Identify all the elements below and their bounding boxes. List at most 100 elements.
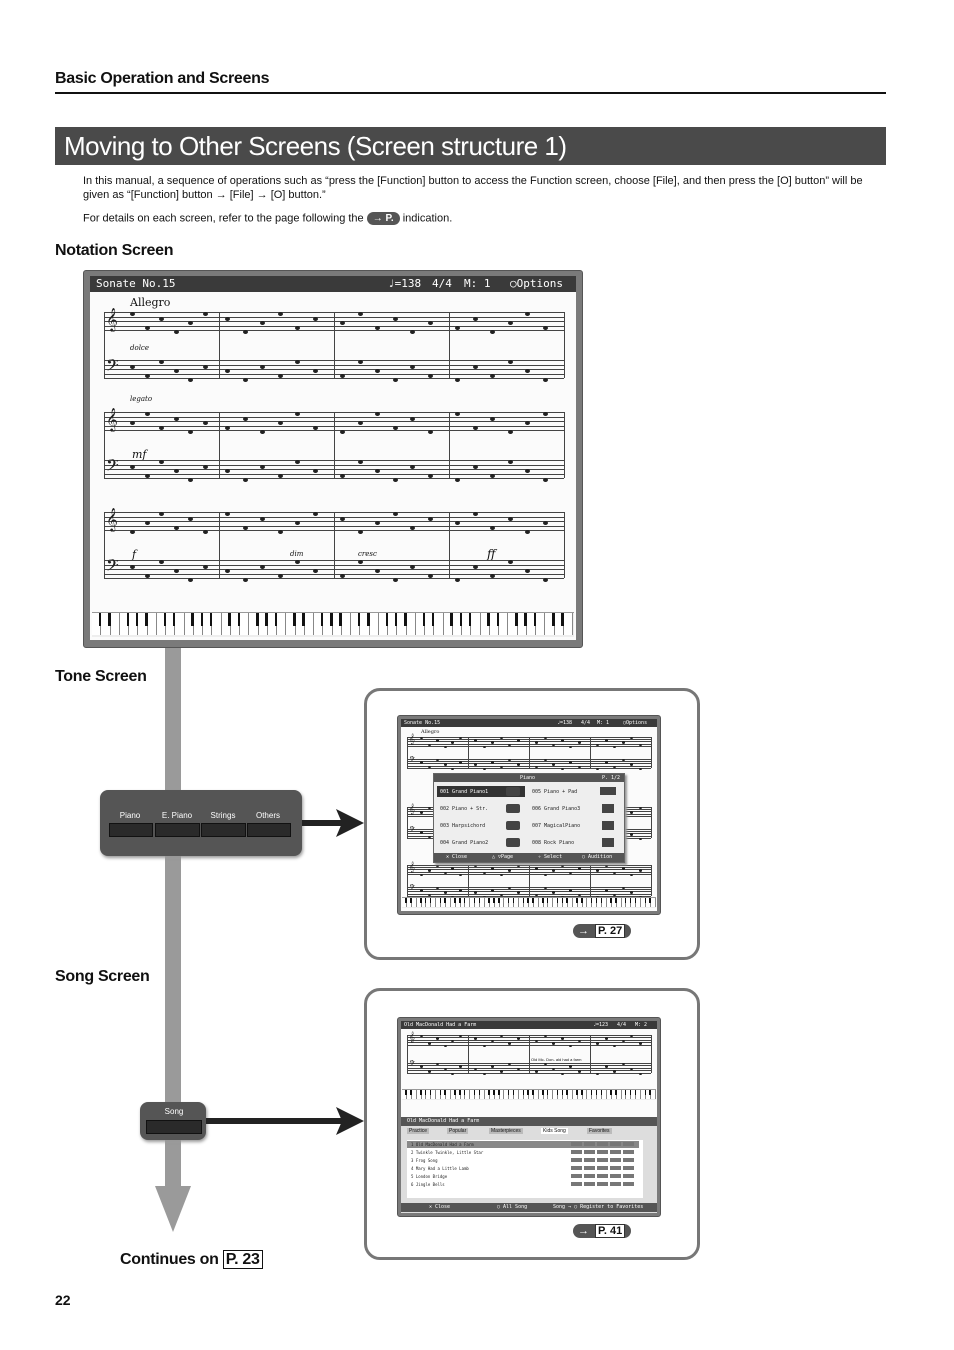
others-button[interactable] (247, 823, 291, 837)
note (443, 763, 447, 766)
close-action[interactable]: ✕ Close (446, 854, 468, 860)
tone-item-1[interactable]: 001 Grand Piano1 (440, 789, 489, 795)
tone-item-6[interactable]: 006 Grand Piano3 (532, 806, 581, 812)
note (638, 807, 642, 810)
note (499, 737, 503, 740)
page-title: Moving to Other Screens (Screen structur… (64, 131, 567, 161)
note (277, 530, 283, 534)
note (543, 1035, 547, 1038)
tone-item-4[interactable]: 004 Grand Piano2 (440, 840, 489, 846)
note (490, 473, 495, 478)
note (459, 873, 463, 877)
continues-text: Continues on (120, 1251, 219, 1268)
note (543, 873, 547, 877)
note (552, 869, 555, 872)
tone-piano-label: Piano (119, 811, 141, 820)
white-key (636, 898, 642, 907)
note (621, 867, 625, 870)
song-row-6[interactable]: 6 Jingle Bells (411, 1182, 445, 1187)
note (455, 521, 460, 525)
tone-item-selected-highlight (437, 786, 525, 797)
song-row-3[interactable]: 3 Frog Song (411, 1158, 438, 1163)
white-key (431, 1090, 437, 1099)
note (427, 765, 431, 768)
note (277, 473, 283, 478)
staff-line (407, 1072, 651, 1074)
white-key (582, 898, 588, 907)
upright-piano-image-icon (602, 804, 614, 813)
note (188, 516, 193, 521)
barline (407, 807, 408, 838)
song-row-2[interactable]: 2 Twinkle Twinkle, Little Star (411, 1150, 484, 1155)
note (472, 512, 478, 516)
song-list-title: Old MacDonald Had a Farm (407, 1118, 480, 1124)
bass-clef-icon: 𝄢 (106, 554, 119, 579)
white-key (434, 613, 444, 635)
tone-item-7[interactable]: 007 MagicalPiano (532, 823, 581, 829)
tone-item-3[interactable]: 003 Harpsichord (440, 823, 486, 829)
note (420, 873, 423, 877)
tab-practice[interactable]: Practice (407, 1128, 430, 1134)
song-part-indicator (597, 1142, 608, 1146)
note (560, 739, 564, 742)
note (277, 373, 283, 378)
piano-button[interactable] (109, 823, 153, 837)
note (638, 1042, 642, 1045)
note (613, 1070, 616, 1073)
note (357, 560, 363, 564)
tone-item-5[interactable]: 005 Piano + Pad (532, 789, 578, 795)
note (577, 867, 581, 870)
note (630, 1067, 633, 1071)
close-action[interactable]: ✕ Close (429, 1204, 451, 1210)
note (560, 1037, 564, 1040)
continues-page-ref[interactable]: P. 23 (222, 1250, 263, 1269)
tab-masterpieces[interactable]: Masterpieces (489, 1128, 523, 1134)
note (435, 1063, 439, 1066)
song-part-indicator (584, 1158, 595, 1162)
note (427, 516, 433, 521)
note (443, 871, 447, 874)
page-action[interactable]: △ ▽Page (492, 854, 514, 860)
note (552, 763, 555, 766)
audition-action[interactable]: ○ Audition (582, 854, 613, 860)
bass-clef-icon: 𝄢 (409, 1060, 416, 1072)
e-piano-button[interactable] (155, 823, 200, 837)
note (188, 478, 193, 482)
dynamic-cresc: cresc (358, 550, 377, 558)
strings-button[interactable] (201, 823, 246, 837)
tone-item-8[interactable]: 008 Rock Piano (532, 840, 575, 846)
note (543, 737, 547, 740)
white-key (616, 898, 622, 907)
note (357, 460, 363, 464)
white-key (616, 1090, 622, 1099)
song-button[interactable] (146, 1120, 202, 1134)
note (427, 473, 433, 478)
white-key (240, 613, 250, 635)
song-list: 1 Old MacDonald Had a Farm 2 Twinkle Twi… (407, 1140, 643, 1198)
note (427, 835, 431, 838)
select-action[interactable]: ✧ Select (538, 854, 563, 860)
song-row-1[interactable]: 1 Old MacDonald Had a Farm (411, 1142, 474, 1147)
barline (219, 412, 220, 478)
song-row-5[interactable]: 5 London Bridge (411, 1174, 448, 1179)
note (507, 430, 513, 434)
song-part-indicator (584, 1174, 595, 1178)
song-part-indicator (584, 1142, 595, 1146)
song-row-4[interactable]: 4 Mary Had a Little Lamb (411, 1166, 469, 1171)
options-button[interactable]: ○Options (510, 277, 563, 290)
barline (564, 512, 565, 578)
barline (564, 312, 565, 378)
note (410, 525, 415, 530)
tone-item-2[interactable]: 002 Piano + Str. (440, 806, 489, 812)
note (507, 560, 513, 564)
note (525, 469, 530, 473)
all-song-action[interactable]: ○ All Song (497, 1204, 528, 1210)
tab-favorites[interactable]: Favorites (587, 1128, 612, 1134)
note (459, 1065, 463, 1068)
register-favorites-action[interactable]: Song → ○ Register to Favorites (553, 1204, 644, 1210)
barline (651, 807, 652, 838)
tab-popular[interactable]: Popular (447, 1128, 469, 1134)
white-key (110, 613, 120, 635)
note (638, 895, 642, 899)
tab-kids-song[interactable]: Kids Song (541, 1128, 568, 1134)
